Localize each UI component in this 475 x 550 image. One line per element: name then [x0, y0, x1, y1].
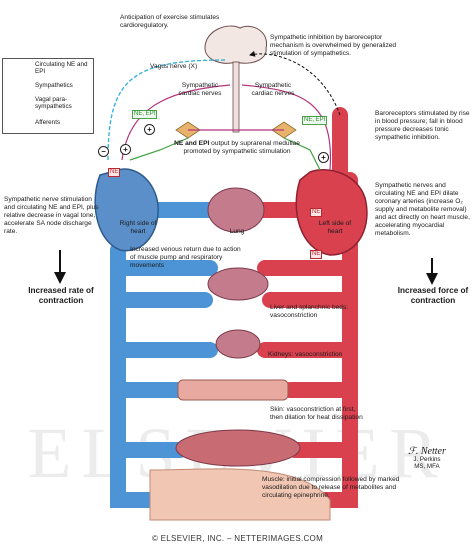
ne-tag-2: NE	[310, 208, 323, 217]
legend-afferents: Afferents	[35, 119, 61, 126]
right-heart-label: Right side of heart	[119, 220, 157, 235]
ne-epi-tag-left: NE, EPI	[132, 110, 158, 119]
liver-label: Liver and splanchnic beds: vasoconstrict…	[270, 304, 349, 319]
ne-tag-1: NE	[108, 168, 121, 177]
muscle-bed	[175, 429, 301, 467]
footer-copyright: © ELSEVIER, INC. – NETTERIMAGES.COM	[151, 534, 324, 543]
legend: Circulating NE and EPI Sympathetics Vaga…	[2, 58, 94, 134]
legend-sympathetics: Sympathetics	[35, 82, 73, 89]
skin-bed	[177, 379, 289, 401]
circulating-paths	[129, 137, 321, 171]
plus-sign-1: +	[120, 144, 131, 155]
symp-nerve-stim-label: Sympathetic nerve stimulation and circul…	[4, 196, 99, 235]
ne-epi-output-text: output by suprarenal medullae promoted b…	[183, 140, 300, 155]
lung-bed	[207, 187, 265, 233]
ne-epi-output-label: NE and EPI output by suprarenal medullae…	[172, 140, 302, 156]
symp-cardiac-right-label: Sympathetic cardiac nerves	[251, 82, 295, 97]
ne-epi-tag-right: NE, EPI	[302, 116, 328, 125]
signature: ℱ. Netter J. Perkins MS, MFA	[408, 446, 446, 470]
sympathetic-paths	[121, 84, 332, 171]
ne-epi-output-bold: NE and EPI	[174, 140, 210, 147]
signature-credentials: MS, MFA	[414, 463, 440, 470]
ne-tag-3: NE	[310, 250, 323, 259]
plus-sign-3: +	[318, 152, 329, 163]
symp-inhibition-label: Sympathetic inhibition by baroreceptor m…	[270, 34, 397, 57]
vagal-path	[107, 59, 226, 161]
legend-circulating: Circulating NE and EPI	[35, 61, 88, 76]
minus-sign: −	[98, 146, 109, 157]
brain-shape	[204, 25, 268, 64]
increased-rate-label: Increased rate of contraction	[28, 286, 94, 305]
anticipation-label: Anticipation of exercise stimulates card…	[120, 14, 220, 29]
leg-shape	[149, 468, 331, 521]
legend-vagal: Vagal para-sympathetics	[35, 96, 72, 111]
right-heart-shape	[94, 168, 159, 252]
skin-label: Skin: vasoconstriction at first, then di…	[270, 406, 363, 421]
spinal-cord	[232, 61, 240, 133]
afferent-path	[249, 50, 341, 116]
symp-cardiac-left-label: Sympathetic cardiac nerves	[178, 82, 222, 97]
left-heart-label: Left side of heart	[318, 220, 352, 235]
left-heart-shape	[295, 169, 368, 256]
signature-name: J. Perkins	[413, 455, 441, 463]
liver-bed	[207, 267, 269, 301]
muscle-label: Muscle: initial compression followed by …	[262, 476, 400, 499]
baroreceptors-label: Baroreceptors stimulated by rise in bloo…	[375, 110, 470, 141]
kidney-bed	[215, 329, 261, 359]
lung-label: Lung	[229, 228, 245, 235]
vagus-label: Vagus nerve (X)	[150, 63, 198, 70]
kidneys-label: Kidneys: vasoconstriction	[268, 351, 343, 358]
symp-dilate-label: Sympathetic nerves and circulating NE an…	[375, 182, 470, 237]
plus-sign-2: +	[144, 124, 155, 135]
venous-return-label: Increased venous return due to action of…	[130, 246, 241, 269]
increased-force-label: Increased force of contraction	[397, 286, 469, 305]
